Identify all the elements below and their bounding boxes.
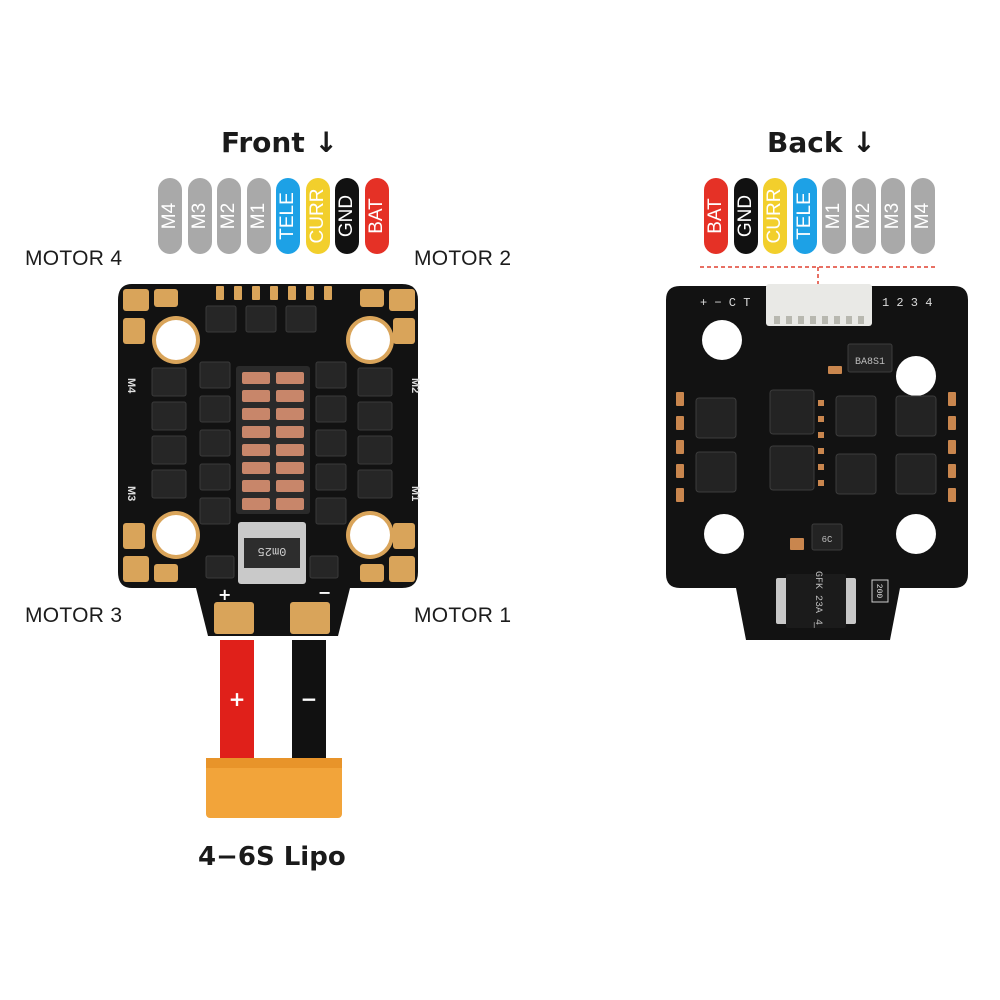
back-silk-pins: + − C T (700, 296, 750, 310)
front-connector-pads (216, 286, 332, 300)
front-pin-m2: M2 (217, 178, 241, 254)
back-mounting-holes (702, 320, 936, 554)
front-plus-silk: + (218, 585, 231, 604)
front-silk-m4: M4 (125, 378, 137, 394)
front-battery-minus-pad (290, 602, 330, 634)
front-silk-m1: M1 (409, 486, 421, 501)
back-driver-chips (695, 343, 937, 551)
back-arrow-icon: ↓ (852, 126, 876, 159)
lead-gap (254, 640, 292, 760)
front-corner-pads (123, 289, 415, 582)
back-pin-m4: M4 (910, 178, 935, 254)
back-heading: Back ↓ (767, 126, 876, 159)
xt60-connector (206, 758, 342, 818)
front-pin-m3: M3 (187, 178, 212, 254)
red-lead-wire (220, 640, 254, 760)
front-mosfets (151, 305, 393, 579)
back-pin-m2: M2 (851, 178, 876, 254)
back-diode-text: GFK 23A 4̲ (812, 571, 823, 628)
front-pin-tele: TELE (276, 178, 300, 254)
back-passives (676, 366, 956, 550)
back-pin-gnd: GND (733, 178, 758, 254)
battery-label: 4−6S Lipo (198, 842, 346, 872)
back-pin-curr: CURR (763, 178, 787, 254)
back-silk-nums: 1 2 3 4 (882, 296, 932, 310)
back-chip-6c: 6C (822, 535, 833, 545)
front-pin-m4: M4 (158, 178, 182, 254)
back-pin-tele: TELE (792, 178, 817, 254)
motor-3-label: MOTOR 3 (25, 604, 123, 627)
back-board-outline (666, 286, 968, 640)
front-silk-m2: M2 (409, 378, 421, 393)
back-jst-connector (766, 284, 872, 326)
front-battery-plus-pad (214, 602, 254, 634)
back-pin-m1: M1 (822, 178, 846, 254)
front-capacitor-bank (236, 366, 310, 514)
front-heading: Front ↓ (221, 126, 338, 159)
back-diode (786, 574, 846, 628)
back-chip-ba8s1: BA8S1 (855, 357, 885, 368)
front-heading-text: Front (221, 126, 305, 159)
motor-1-label: MOTOR 1 (414, 604, 512, 627)
front-minus-silk: − (318, 583, 331, 602)
front-pin-curr: CURR (305, 178, 330, 254)
front-shunt-body (244, 538, 300, 568)
back-pin-bat: BAT (704, 178, 728, 254)
front-arrow-icon: ↓ (314, 126, 338, 159)
lead-plus-mark: + (229, 687, 246, 711)
motor-2-label: MOTOR 2 (414, 247, 512, 270)
front-mounting-holes (152, 316, 394, 559)
front-pin-gnd: GND (335, 178, 359, 254)
back-resistor (871, 579, 889, 603)
back-heading-text: Back (767, 126, 843, 159)
motor-4-label: MOTOR 4 (25, 247, 123, 270)
lead-minus-mark: − (301, 687, 318, 711)
back-resistor-text: 200 (874, 584, 883, 599)
back-pin-m3: M3 (881, 178, 905, 254)
front-shunt-text: 0m25 (258, 544, 287, 558)
front-pin-m1: M1 (246, 178, 271, 254)
front-capacitors (242, 372, 304, 510)
front-pin-bat: BAT (364, 178, 389, 254)
black-lead-wire (292, 640, 326, 760)
front-silk-m3: M3 (125, 486, 137, 501)
